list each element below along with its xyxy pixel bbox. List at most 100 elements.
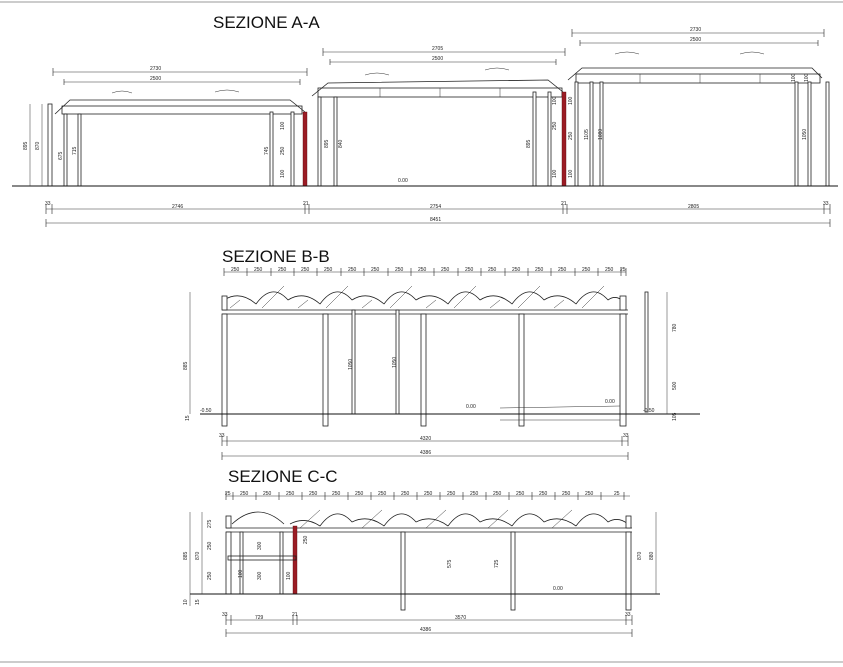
bb-bd-0: 33 (219, 433, 225, 439)
aa-bd-0: 33 (45, 201, 51, 207)
cc-v-0: 885 (183, 551, 189, 560)
cc-v-13: 15 (195, 599, 201, 605)
section-aa-columns (47, 81, 830, 187)
aa-v-3: 715 (72, 146, 78, 155)
cc-td-10: 250 (447, 491, 456, 497)
bb-level-1: 0.00 (466, 404, 476, 410)
section-aa-title: SEZIONE A-A (213, 13, 320, 32)
section-cc-title: SEZIONE C-C (228, 467, 338, 486)
cc-td-4: 250 (309, 491, 318, 497)
bb-level-2: 0.00 (605, 399, 615, 405)
bb-td-11: 250 (488, 267, 497, 273)
cc-bd-0: 33 (222, 612, 228, 618)
aa-v-10: 100 (552, 96, 558, 105)
bb-v-6: 105 (672, 412, 678, 421)
aa-v-9: 840 (338, 139, 344, 148)
bb-bd-2: 33 (623, 433, 629, 439)
aa-v-8: 895 (324, 139, 330, 148)
section-bb-top-dims: 250 250 250 250 250 250 250 250 250 250 … (223, 267, 627, 276)
aa-dim-right-inner: 2500 (690, 37, 701, 43)
cc-v-9: 725 (494, 559, 500, 568)
cc-mezzanine-slab (227, 555, 297, 561)
aa-v-12: 100 (552, 169, 558, 178)
cc-td-1: 250 (240, 491, 249, 497)
cc-v-12: 10 (183, 599, 189, 605)
section-cc-bottom-dims: 33 729 21 3570 33 4386 (222, 612, 633, 637)
section-bb-bottom-dims: 33 4320 33 4386 (219, 433, 629, 460)
aa-total: 8451 (430, 217, 441, 223)
aa-v-13: 895 (526, 139, 532, 148)
aa-bd-3: 2754 (430, 204, 441, 210)
bb-level-3: -0.50 (643, 408, 655, 414)
bb-td-14: 250 (558, 267, 567, 273)
cc-v-15: 100 (286, 571, 292, 580)
aa-level: 0.00 (398, 178, 408, 184)
section-aa: SEZIONE A-A 2730 2500 2705 2500 2730 250… (12, 13, 838, 227)
aa-bd-6: 33 (823, 201, 829, 207)
cc-td-6: 250 (355, 491, 364, 497)
aa-steel-beam-1 (302, 111, 308, 187)
cc-level: 0.00 (553, 586, 563, 592)
cc-v-7: 300 (257, 571, 263, 580)
bb-bd-1: 4320 (420, 436, 431, 442)
bb-v-4: 500 (672, 381, 678, 390)
aa-v-21: 1050 (802, 129, 808, 140)
bb-td-10: 250 (465, 267, 474, 273)
aa-bd-4: 21 (561, 201, 567, 207)
section-bb-title: SEZIONE B-B (222, 247, 330, 266)
bb-td-5: 250 (348, 267, 357, 273)
aa-v-11: 250 (552, 121, 558, 130)
aa-v-5: 100 (280, 121, 286, 130)
section-aa-top-dims: 2730 2500 2705 2500 2730 2500 (52, 27, 825, 85)
cc-td-9: 250 (424, 491, 433, 497)
bb-td-15: 250 (582, 267, 591, 273)
cc-td-7: 250 (378, 491, 387, 497)
aa-bd-1: 2746 (172, 204, 183, 210)
section-cc-columns (225, 525, 632, 611)
cc-td-14: 250 (539, 491, 548, 497)
aa-v-7: 100 (280, 169, 286, 178)
bb-level-0: -0.50 (200, 408, 212, 414)
section-aa-vertical-dims: 895 870 675 715 745 100 250 100 895 840 … (23, 73, 810, 186)
bb-v-1: 1050 (348, 359, 354, 370)
cc-td-17: 25 (614, 491, 620, 497)
cc-td-5: 250 (332, 491, 341, 497)
cc-total: 4386 (420, 627, 431, 633)
cc-v-8: 575 (447, 559, 453, 568)
bb-td-6: 250 (371, 267, 380, 273)
bb-td-8: 250 (418, 267, 427, 273)
cc-v-11: 880 (649, 551, 655, 560)
cc-v-5: 250 (303, 535, 309, 544)
cc-v-1: 870 (195, 551, 201, 560)
cc-bd-1: 729 (255, 615, 264, 621)
aa-dim-left-outer: 2730 (150, 66, 161, 72)
cc-v-4: 250 (207, 571, 213, 580)
bb-v-2: 1050 (392, 357, 398, 368)
aa-bd-5: 2805 (688, 204, 699, 210)
cc-v-3: 250 (207, 541, 213, 550)
aa-v-0: 895 (23, 141, 29, 150)
aa-v-17: 250 (568, 131, 574, 140)
cc-td-8: 250 (401, 491, 410, 497)
aa-bd-2: 21 (303, 201, 309, 207)
bb-td-3: 250 (301, 267, 310, 273)
cc-td-11: 250 (470, 491, 479, 497)
cc-v-14: 100 (238, 569, 244, 578)
bb-td-17: 25 (620, 267, 626, 273)
cc-td-2: 250 (263, 491, 272, 497)
aa-v-18: 100 (568, 169, 574, 178)
cc-td-15: 250 (562, 491, 571, 497)
bb-td-12: 250 (512, 267, 521, 273)
bb-v-5: 15 (185, 415, 191, 421)
section-cc-top-dims: 25 250 250 250 250 250 250 250 250 250 2… (225, 491, 630, 500)
aa-v-16: 100 (568, 96, 574, 105)
section-cc-roof (225, 509, 632, 533)
bb-total: 4386 (420, 450, 431, 456)
cc-td-12: 250 (493, 491, 502, 497)
cc-bd-3: 3570 (455, 615, 466, 621)
section-cc: SEZIONE C-C 25 250 250 250 (183, 467, 660, 637)
bb-td-1: 250 (254, 267, 263, 273)
bb-v-0: 885 (183, 361, 189, 370)
section-bb: SEZIONE B-B 250 250 250 250 (183, 247, 700, 460)
